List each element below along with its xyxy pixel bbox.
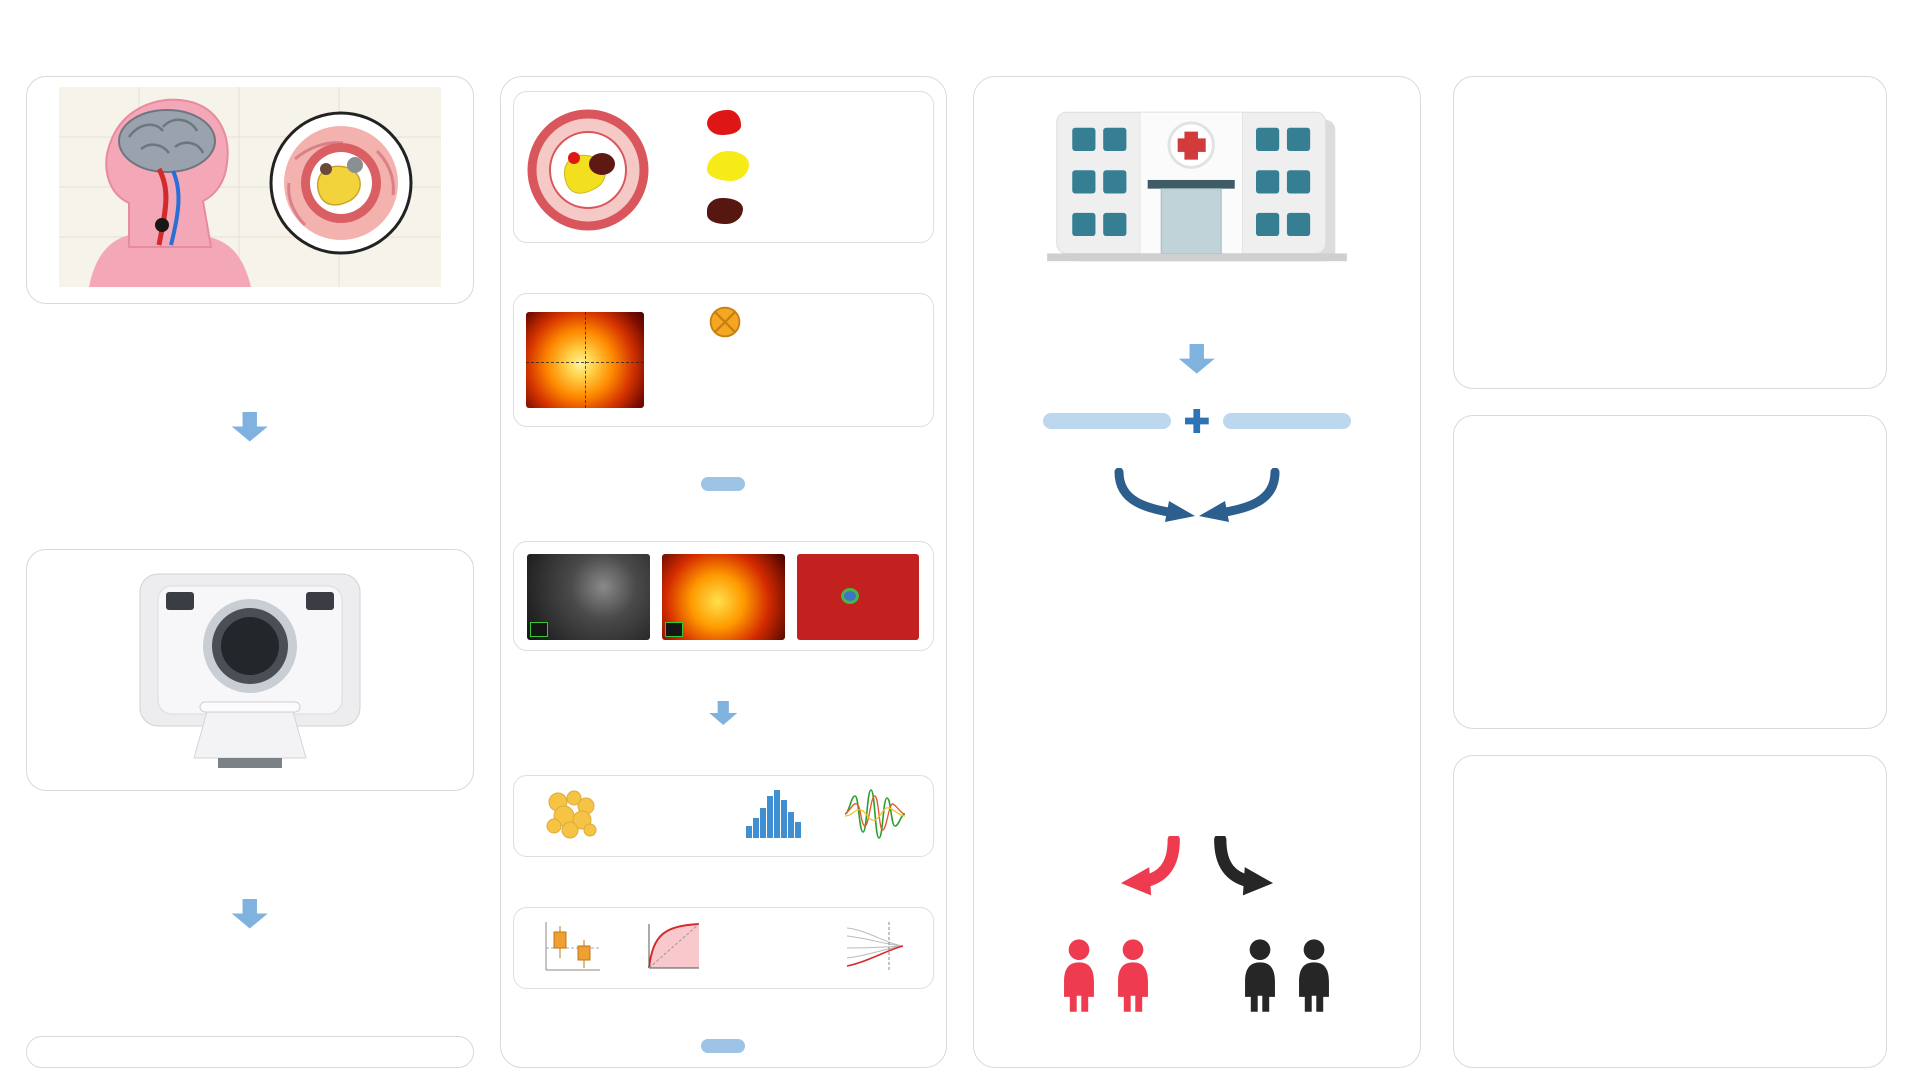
symptomatic-patients: [1056, 938, 1156, 1012]
person-icon: [1245, 938, 1276, 1012]
decision-curves-panel: [1453, 754, 1888, 1068]
roc-curves-panel: [1453, 76, 1888, 390]
person-icon: [1064, 938, 1095, 1012]
feature-lrnc: [707, 151, 921, 182]
decision-curves-chart: [1460, 765, 1880, 1057]
radiomic-feature-row-2: [512, 907, 934, 989]
feature-combination-row: [1042, 408, 1351, 433]
scanner-illustration: [139, 573, 361, 768]
column-multimodal-information: [499, 14, 948, 1068]
feature-metabolic: [707, 304, 921, 340]
roc-curves-chart: [1460, 87, 1880, 379]
shape-icon: [546, 790, 597, 839]
texture-feature: [626, 786, 719, 846]
auc-icon: [647, 923, 700, 969]
person-icon: [1299, 938, 1330, 1012]
shape-feature: [526, 786, 619, 846]
patient-groups: [1016, 938, 1378, 1012]
section-header-b: [500, 14, 948, 60]
conventional-features-box: [1042, 412, 1171, 429]
zscale-feature: [526, 918, 619, 978]
histogram-icon: [745, 790, 801, 838]
multimodal-outer-panel: [499, 76, 947, 1068]
conventional-features-badge: [701, 477, 746, 491]
auc-feature: [626, 918, 719, 978]
histogram-feature: [727, 786, 820, 846]
rfc-blob-icon: [707, 197, 744, 224]
radiomics-input-panel: [512, 541, 934, 651]
radiomic-features-badge: [701, 1039, 746, 1053]
fdg-image-cell: [661, 552, 785, 640]
mri-features-panel: [512, 91, 934, 243]
vessel-cross-section-icon: [527, 109, 648, 231]
feature-tbr: [707, 378, 921, 416]
feature-suvmax: [707, 340, 921, 378]
t1w-image-cell: [527, 552, 650, 640]
pet-features-panel: [512, 293, 934, 427]
down-arrow-icon: [709, 701, 738, 725]
pet-image: [525, 312, 644, 408]
section-header-d: [1447, 14, 1895, 60]
section-header-a: [26, 14, 474, 60]
zscale-icon: [545, 922, 600, 971]
petmri-system-panel: [26, 549, 474, 791]
carotid-illustration: [58, 87, 441, 287]
lasso-icon: [846, 922, 903, 970]
mask-roi-blob: [840, 588, 859, 605]
spearson-feature: [727, 918, 820, 978]
symptomatic-arrow-icon: [1120, 836, 1180, 896]
section-header-c: [973, 14, 1421, 60]
feature-rfc: [707, 197, 921, 224]
column-model-construction: [973, 14, 1421, 1068]
iph-blob-icon: [707, 110, 742, 136]
t1w-image: [527, 554, 650, 640]
asymptomatic-patients: [1237, 938, 1337, 1012]
plus-icon: [1184, 408, 1209, 433]
calibration-curves-chart: [1460, 426, 1880, 718]
asymptomatic-arrow-icon: [1213, 836, 1273, 896]
calibration-curves-panel: [1453, 415, 1888, 729]
feature-iph: [707, 110, 921, 136]
metabolic-icon: [710, 306, 741, 338]
down-arrow-icon: [231, 898, 268, 929]
model-construction-panel: [973, 76, 1421, 1068]
wavelet-icon: [844, 789, 905, 839]
tbr-icon: [707, 378, 745, 416]
merge-arrows-icon: [1114, 468, 1280, 523]
radiomic-features-box: [1222, 412, 1351, 429]
suvmax-icon: [707, 340, 745, 378]
mask-image: [796, 554, 920, 640]
fdg-image: [661, 554, 785, 640]
mask-image-cell: [796, 552, 920, 640]
down-arrow-icon: [1178, 343, 1215, 374]
neural-network-diagram: [1027, 558, 1367, 766]
fused-image-panel: [26, 1036, 474, 1068]
lrnc-blob-icon: [707, 151, 750, 182]
person-icon: [1118, 938, 1149, 1012]
lasso-feature: [828, 918, 921, 978]
classification-split: [986, 836, 1408, 902]
hospital-icon: [1046, 111, 1347, 262]
wavelet-feature: [828, 786, 921, 846]
column-model-evaluation: [1447, 14, 1895, 1068]
column-images-acquisition: [26, 14, 474, 1068]
radiomic-feature-row-1: [512, 775, 934, 857]
down-arrow-icon: [231, 411, 268, 442]
carotid-plaque-panel: [26, 76, 474, 304]
